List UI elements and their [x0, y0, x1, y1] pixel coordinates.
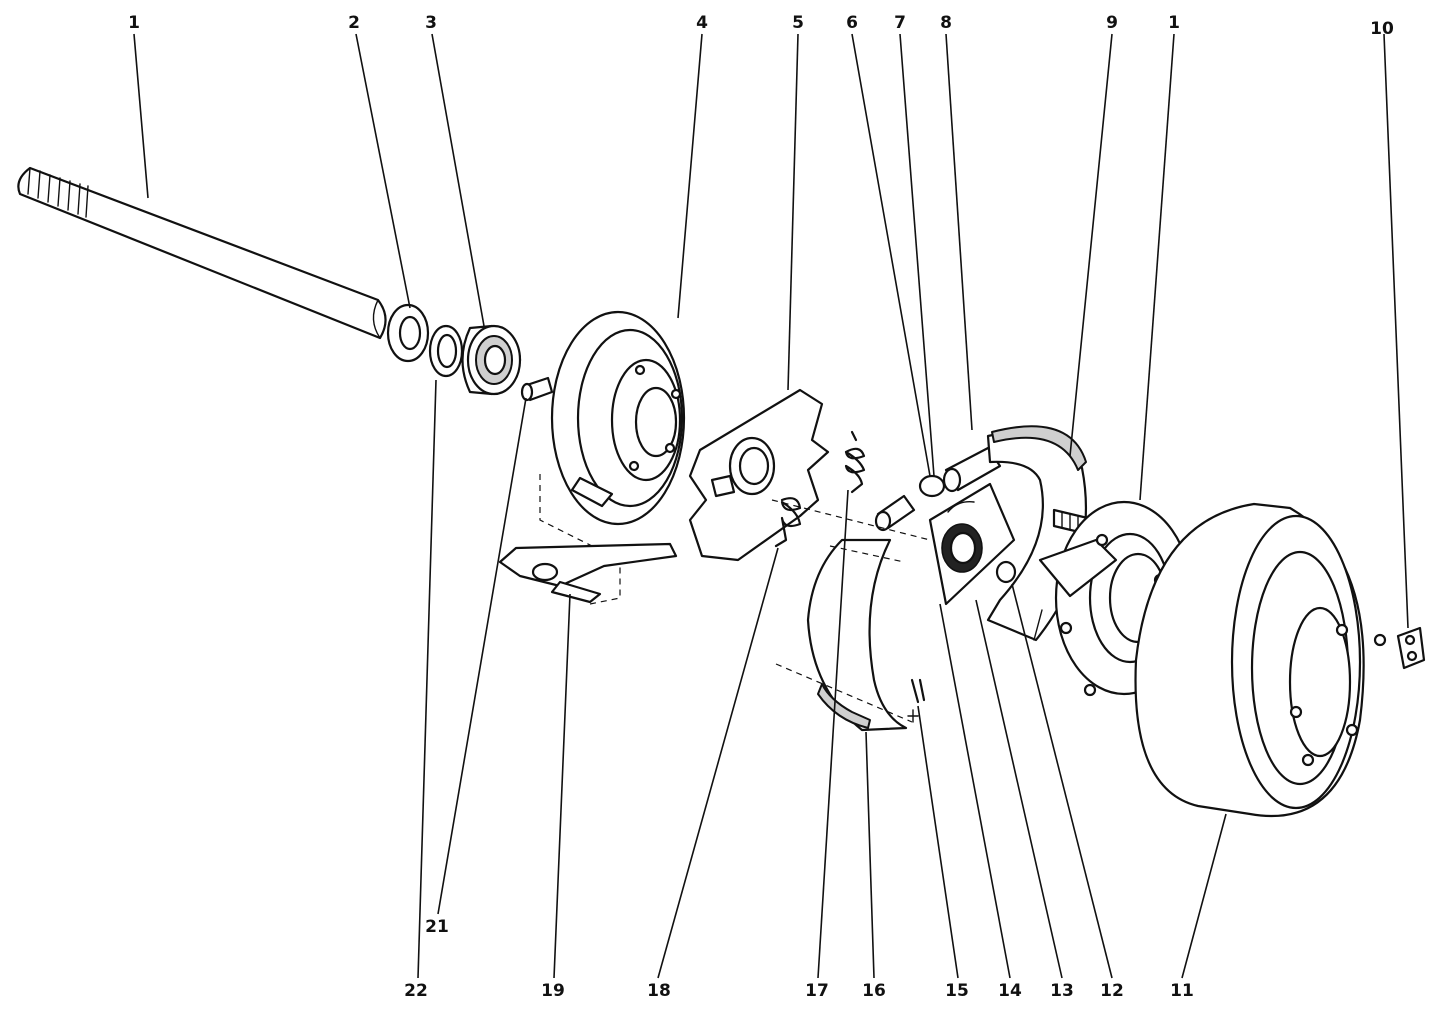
callout-19: 19: [541, 981, 565, 1001]
callout-5: 5: [792, 13, 804, 33]
callout-16: 16: [862, 981, 886, 1001]
return-spring-lower-part: [774, 497, 802, 548]
callout-1-shaft: 1: [128, 13, 140, 33]
dust-shield-part: [550, 310, 686, 526]
callout-13: 13: [1050, 981, 1074, 1001]
lock-plate-part: [1396, 626, 1426, 670]
callout-15: 15: [945, 981, 969, 1001]
callout-8: 8: [940, 13, 952, 33]
brake-shoe-lower-part: [806, 538, 908, 732]
callout-9: 9: [1106, 13, 1118, 33]
callout-12: 12: [1100, 981, 1124, 1001]
axle-shaft-part: [17, 166, 387, 340]
piston-pin-part: [874, 494, 916, 532]
callout-1-hub: 1: [1168, 13, 1180, 33]
callout-14: 14: [998, 981, 1022, 1001]
callout-18: 18: [647, 981, 671, 1001]
callout-7: 7: [894, 13, 906, 33]
lever-bracket-part: [498, 474, 678, 605]
callout-22: 22: [404, 981, 428, 1001]
callout-11: 11: [1170, 981, 1194, 1001]
assembly-centerlines: [771, 499, 931, 723]
wheel-bearing-part: [461, 324, 522, 396]
callout-6: 6: [846, 13, 858, 33]
anchor-plate-part: [688, 388, 830, 562]
brake-drum-part: [1134, 502, 1387, 818]
callout-3: 3: [425, 13, 437, 33]
callout-17: 17: [805, 981, 829, 1001]
adjuster-part: [918, 474, 946, 498]
callout-4: 4: [696, 13, 708, 33]
spacer-ring-part: [386, 303, 430, 363]
retaining-ring-part: [428, 324, 464, 378]
cylinder-plate-part: [928, 482, 1016, 606]
callout-2: 2: [348, 13, 360, 33]
callout-numbers: 1 2 3 4 5 6 7 8 9 1 10 22 21 19 18 17 16…: [128, 13, 1394, 1001]
callout-10: 10: [1370, 19, 1394, 39]
callout-leader-lines: [133, 33, 1409, 979]
wheel-cylinder-part: [942, 446, 1002, 493]
clip-pin-part: [907, 678, 926, 723]
return-spring-upper-part: [844, 430, 866, 494]
bolt-part: [520, 376, 554, 402]
callout-21: 21: [425, 917, 449, 937]
